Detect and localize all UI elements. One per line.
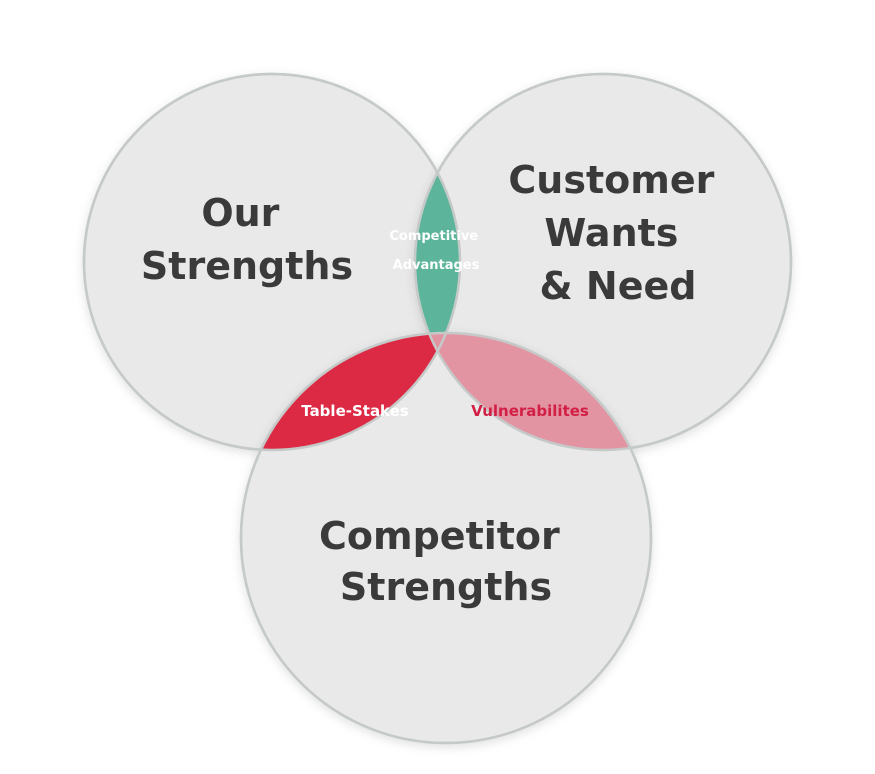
label-need: & Need (540, 264, 697, 308)
label-competitive: Competitive (389, 229, 478, 244)
label-customer: Customer (508, 158, 714, 202)
label-advantages: Advantages (393, 258, 480, 273)
outline-right (413, 72, 793, 452)
label-vulnerabilities: Vulnerabilites (471, 402, 589, 420)
label-strengths: Strengths (141, 244, 353, 288)
outline-bottom (239, 331, 653, 745)
label-competitor-strengths: Competitor Strengths (319, 514, 573, 609)
label-wants: Wants (544, 211, 678, 255)
label-table-stakes: Table-Stakes (301, 402, 409, 420)
outline-left (82, 72, 462, 452)
label-competitor-strengths-line2: Strengths (340, 565, 552, 609)
label-our: Our (201, 191, 279, 235)
label-competitor: Competitor (319, 514, 560, 558)
lens-vulnerabilities (415, 333, 651, 450)
label-customer-wants: Customer Wants & Need (508, 158, 727, 308)
label-competitive-advantages: Competitive Advantages (389, 229, 482, 273)
label-our-strengths: Our Strengths (141, 191, 353, 288)
